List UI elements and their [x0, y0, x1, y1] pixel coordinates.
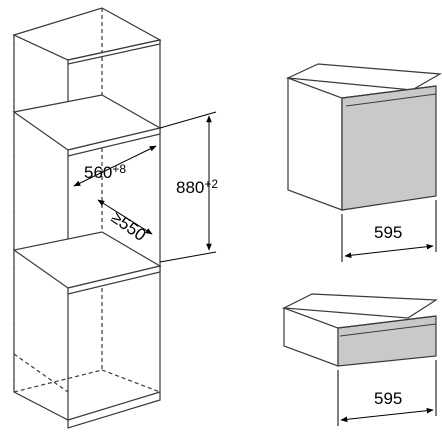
drawer-width-label: 595 [374, 389, 402, 408]
oven-unit [285, 63, 442, 211]
drawer-unit [281, 293, 438, 367]
oven-width-label: 595 [374, 223, 402, 242]
tall-cabinet [12, 7, 162, 429]
shelf-top [12, 39, 162, 157]
drawer-width-dimension [337, 360, 437, 426]
niche-width-dimension [73, 145, 157, 187]
niche-width-label: 560+8 [84, 162, 126, 182]
niche-height-dimension [159, 111, 217, 263]
niche-depth-dimension [97, 199, 153, 235]
shelf-middle [12, 231, 162, 295]
niche-height-label: 880+2 [176, 177, 218, 197]
oven-width-dimension [341, 200, 437, 262]
